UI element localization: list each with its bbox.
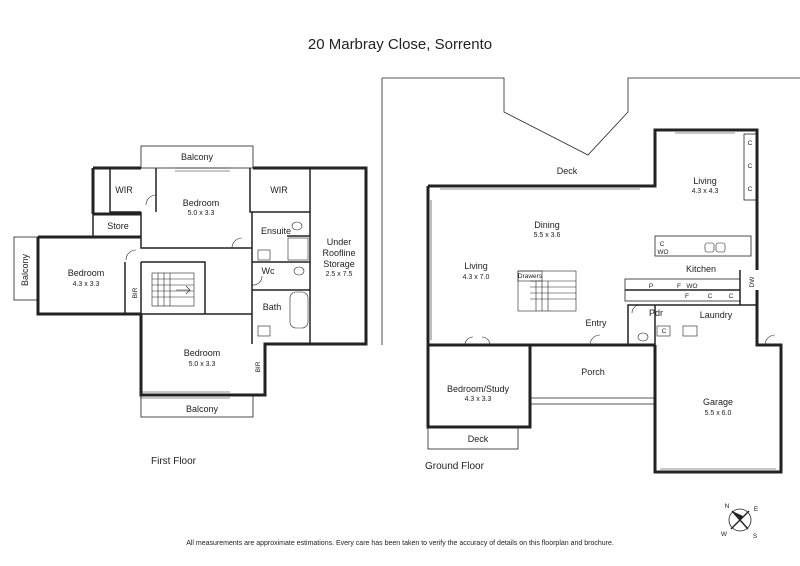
room-under-roofline-2: Roofline xyxy=(322,248,355,258)
cupboards-right xyxy=(743,133,758,201)
room-bedroom-main-size: 5.0 x 3.3 xyxy=(188,210,215,217)
room-wc: Wc xyxy=(262,266,275,276)
room-bedroom-study-size: 4.3 x 3.3 xyxy=(465,396,492,403)
room-wir-right: WIR xyxy=(270,185,288,195)
room-bedroom-south-size: 5.0 x 3.3 xyxy=(189,361,216,368)
balcony-left-outline xyxy=(13,236,39,301)
room-living-w: Living xyxy=(464,261,488,271)
fixture-c-1: C xyxy=(748,140,753,147)
room-bir-west: BIR xyxy=(132,287,139,298)
first-floor-south-wall xyxy=(139,314,310,397)
ground-floor-windows xyxy=(427,129,735,340)
compass-circle xyxy=(728,508,752,532)
garage-door xyxy=(660,468,776,473)
room-ensuite: Ensuite xyxy=(261,226,291,236)
ground-floor-label: Ground Floor xyxy=(425,461,484,472)
first-floor-doors xyxy=(125,194,263,286)
room-kitchen: Kitchen xyxy=(686,264,716,274)
room-garage-size: 5.5 x 6.0 xyxy=(705,410,732,417)
room-bedroom-south: Bedroom xyxy=(184,348,221,358)
kitchen-sink xyxy=(704,242,726,253)
first-floor-fixtures xyxy=(257,221,309,337)
fixture-f-2: F xyxy=(685,293,689,300)
room-drawers: Drawers xyxy=(518,273,543,280)
ground-floor-labels: Deck Living 4.3 x 4.3 Dining 5.5 x 3.6 L… xyxy=(447,140,756,444)
room-deck-top: Deck xyxy=(557,166,578,176)
compass-n: N xyxy=(725,503,730,510)
first-floor-plan xyxy=(13,145,368,418)
fixture-c-7: C xyxy=(662,328,667,335)
room-bedroom-west-size: 4.3 x 3.3 xyxy=(73,281,100,288)
fixture-wo-2: WO xyxy=(686,283,697,290)
room-balcony-top: Balcony xyxy=(181,152,214,162)
room-bedroom-main: Bedroom xyxy=(183,198,220,208)
room-bir-south: BIR xyxy=(255,361,262,372)
compass: N E S W xyxy=(721,503,759,540)
room-bedroom-west: Bedroom xyxy=(68,268,105,278)
ground-floor-doors xyxy=(464,304,776,346)
deck-top-outline xyxy=(381,77,800,345)
room-balcony-bottom: Balcony xyxy=(186,404,219,414)
fixture-c-3: C xyxy=(748,186,753,193)
room-living-ne-size: 4.3 x 4.3 xyxy=(692,188,719,195)
fixture-p: P xyxy=(649,283,653,290)
first-floor-windows xyxy=(140,167,230,399)
compass-arrow-icon xyxy=(732,511,743,520)
room-under-roofline-1: Under xyxy=(327,237,352,247)
fixture-f-1: F xyxy=(677,283,681,290)
fixture-c-4: C xyxy=(660,241,665,248)
ground-floor-stairs xyxy=(517,270,577,312)
room-under-roofline-size: 2.5 x 7.5 xyxy=(326,271,353,278)
room-bedroom-study: Bedroom/Study xyxy=(447,384,510,394)
room-laundry: Laundry xyxy=(700,310,733,320)
first-floor-labels: Balcony WIR Bedroom 5.0 x 3.3 WIR Store … xyxy=(20,152,356,414)
first-floor-inner-walls xyxy=(92,168,311,344)
balcony-bottom-outline xyxy=(140,394,254,418)
room-dining-size: 5.5 x 3.6 xyxy=(534,232,561,239)
page-title: 20 Marbray Close, Sorrento xyxy=(307,36,493,53)
room-living-ne: Living xyxy=(693,176,717,186)
room-living-w-size: 4.3 x 7.0 xyxy=(463,274,490,281)
room-wir-left: WIR xyxy=(115,185,133,195)
fixture-c-6: C xyxy=(729,293,734,300)
ground-floor-plan xyxy=(381,77,800,474)
room-garage: Garage xyxy=(703,397,733,407)
room-dining: Dining xyxy=(534,220,560,230)
compass-w: W xyxy=(721,531,728,538)
fixture-dw: DW xyxy=(749,276,756,288)
room-bath: Bath xyxy=(263,302,282,312)
ground-floor-inner-walls xyxy=(529,270,757,410)
fixture-wo-1: WO xyxy=(657,249,668,256)
room-deck-bottom: Deck xyxy=(468,434,489,444)
first-floor-label: First Floor xyxy=(151,456,196,467)
fixture-c-5: C xyxy=(708,293,713,300)
room-balcony-left: Balcony xyxy=(20,253,30,286)
first-floor-stairs xyxy=(151,272,195,307)
room-store: Store xyxy=(107,221,129,231)
room-porch: Porch xyxy=(581,367,605,377)
disclaimer: All measurements are approximate estimat… xyxy=(186,540,614,547)
kitchen-island xyxy=(654,235,752,257)
room-under-roofline-3: Storage xyxy=(323,259,355,269)
compass-e: E xyxy=(754,506,759,513)
ground-floor-fixtures xyxy=(637,325,698,342)
compass-s: S xyxy=(753,533,758,540)
fixture-c-2: C xyxy=(748,163,753,170)
room-pdr: Pdr xyxy=(649,308,663,318)
porch-outline xyxy=(530,397,655,405)
deck-bottom-outline xyxy=(427,426,519,450)
room-entry: Entry xyxy=(585,318,607,328)
kitchen-counter xyxy=(624,278,741,302)
first-floor-outer-wall xyxy=(91,166,368,346)
